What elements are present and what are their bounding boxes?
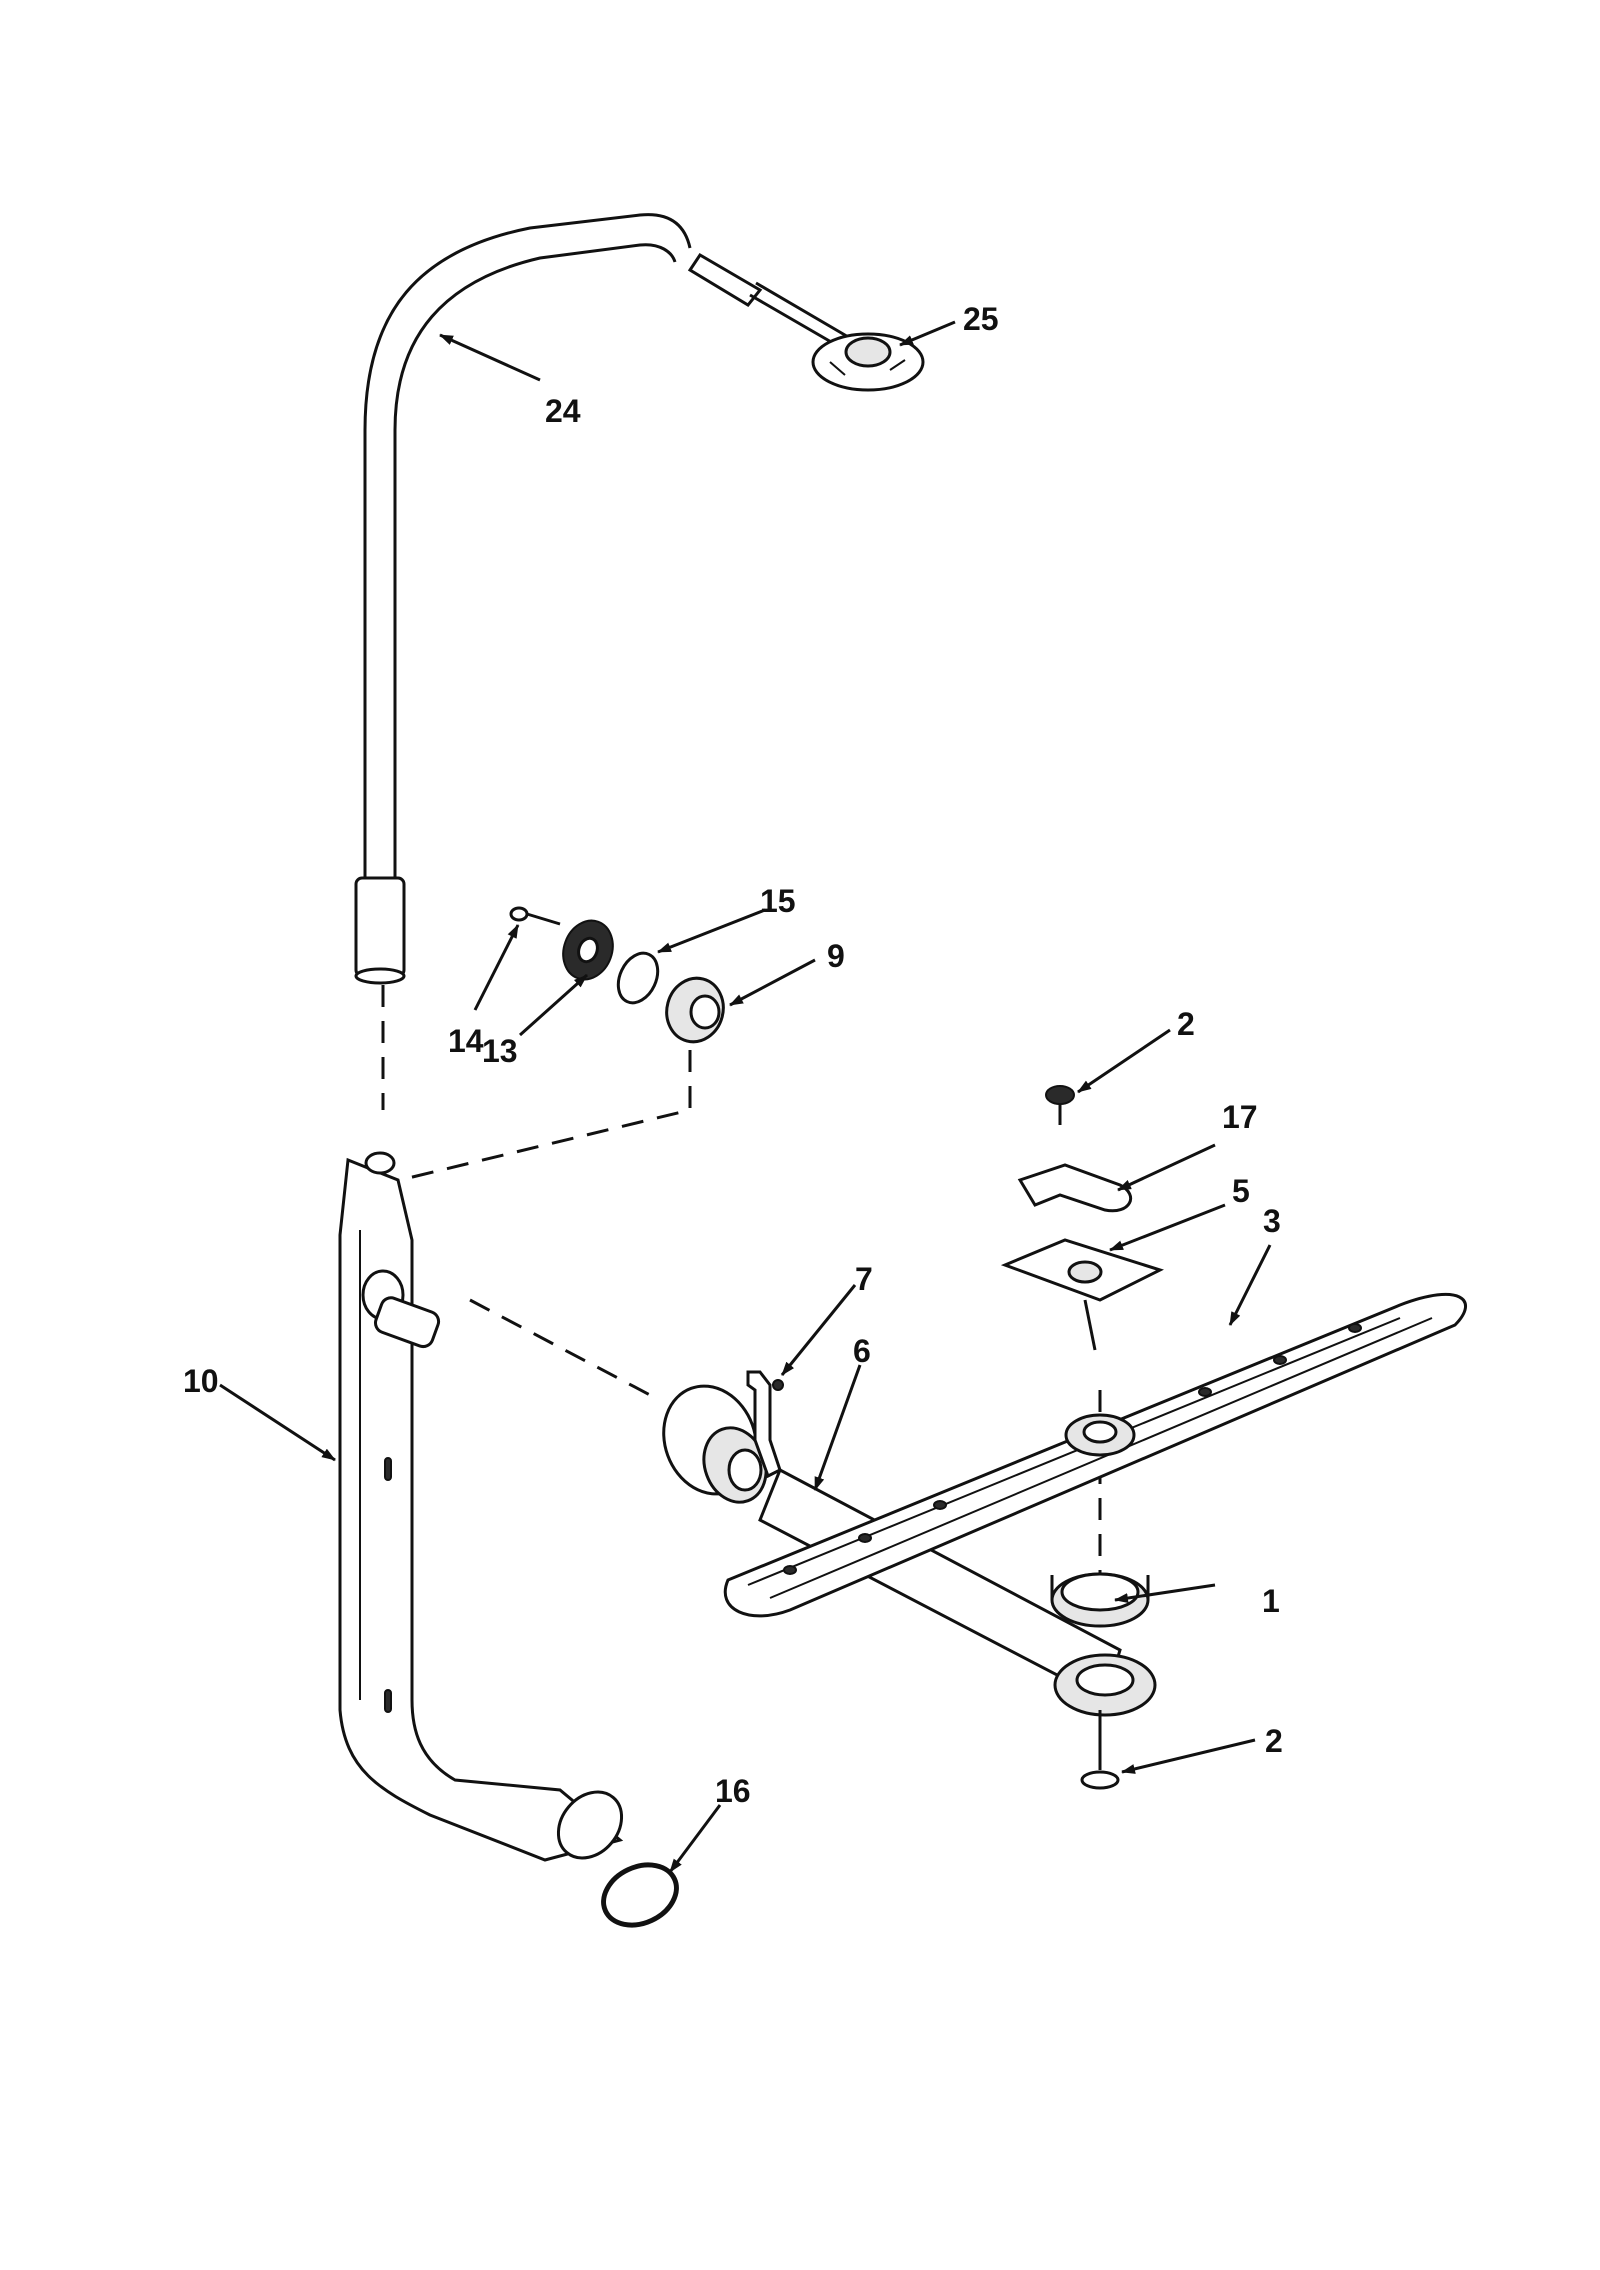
label-part-5: 5: [1232, 1173, 1250, 1209]
label-part-16: 16: [715, 1773, 751, 1809]
label-part-9: 9: [827, 938, 845, 974]
part-1-bearing-ring: [1050, 1572, 1150, 1628]
part-6-spray-arm-manifold: [662, 1384, 1157, 1717]
part-16-gasket: [601, 1862, 679, 1928]
part-15-o-ring: [616, 951, 660, 1005]
part-2-screw-upper: [1045, 1085, 1075, 1125]
label-part-1: 1: [1262, 1583, 1280, 1619]
label-part-14: 14: [448, 1023, 484, 1059]
leader-arrows: [219, 320, 1272, 1873]
part-9-inlet-nut: [665, 976, 725, 1044]
part-10-lower-supply-tube: [338, 1151, 624, 1862]
label-part-2-lower: 2: [1265, 1723, 1283, 1759]
part-25-upper-spray: [687, 252, 925, 392]
part-17-cover: [1017, 1163, 1133, 1213]
part-3-lower-spray-arm: [723, 1292, 1467, 1618]
label-part-24: 24: [545, 393, 581, 429]
part-24-supply-tube: [354, 213, 692, 985]
label-part-2-upper: 2: [1177, 1006, 1195, 1042]
label-part-13: 13: [482, 1033, 518, 1069]
label-part-3: 3: [1263, 1203, 1281, 1239]
label-part-25: 25: [963, 301, 999, 337]
label-part-7: 7: [855, 1261, 873, 1297]
part-13-washer: [562, 919, 614, 981]
part-number-labels: 1 2 2 3 5 6 7 9 10 13 14 15 16 17 24 25: [183, 301, 1283, 1809]
label-part-10: 10: [183, 1363, 219, 1399]
label-part-17: 17: [1222, 1099, 1258, 1135]
part-14-screw: [509, 906, 561, 926]
label-part-15: 15: [760, 883, 796, 919]
part-2-screw-lower: [1080, 1710, 1120, 1790]
label-part-6: 6: [853, 1333, 871, 1369]
part-5-bracket: [1000, 1238, 1164, 1351]
assembly-dashed-lines: [381, 985, 1102, 1600]
part-7-bracket: [746, 1370, 784, 1479]
